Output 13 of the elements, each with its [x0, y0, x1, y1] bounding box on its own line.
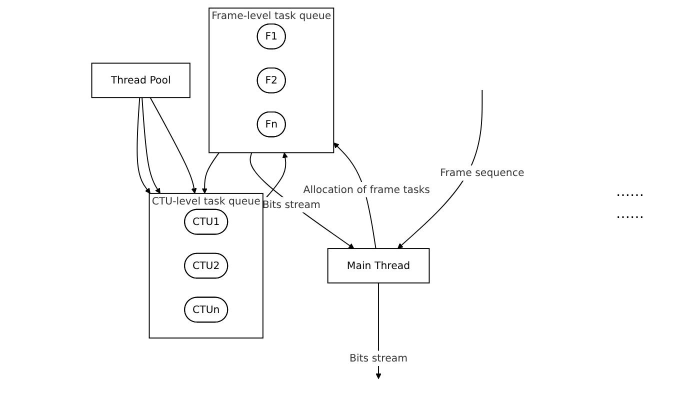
- ellipsis-text: ……: [616, 184, 645, 200]
- edge-label: Allocation of frame tasks: [303, 183, 430, 196]
- node-box: Thread Pool: [91, 62, 190, 98]
- arrow: [250, 152, 354, 249]
- edge-label: Bits stream: [349, 352, 408, 364]
- edge-label: Frame sequence: [440, 166, 524, 179]
- arrow: [136, 97, 150, 194]
- node-box: Main Thread: [327, 248, 430, 284]
- ellipsis-text: ……: [616, 206, 645, 222]
- arrow: [142, 97, 160, 194]
- arrow: [398, 89, 483, 249]
- arrow: [202, 152, 220, 194]
- arrow: [150, 97, 197, 194]
